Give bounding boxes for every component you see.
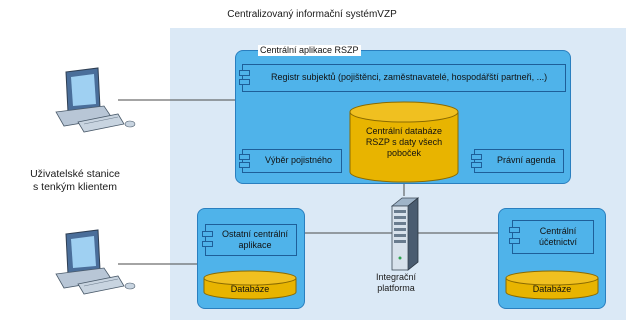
component-lug-icon <box>239 162 250 168</box>
accounting-label: Centrální <box>539 226 577 236</box>
payer-selection-component: Výběr pojistného <box>239 149 342 173</box>
component-lug-icon <box>202 241 213 247</box>
legal-agenda-component: Právní agenda <box>471 149 564 173</box>
component-lug-icon <box>239 79 250 85</box>
component-lug-icon <box>509 238 520 244</box>
accounting-database-label: Databáze <box>532 284 572 294</box>
component-lug-icon <box>239 70 250 76</box>
accounting-component: Centrální účetnictví <box>509 220 594 254</box>
accounting-label: účetnictví <box>538 237 578 247</box>
payer-selection-label: Výběr pojistného <box>265 155 333 165</box>
component-lug-icon <box>471 154 482 160</box>
central-database-line: RSZP s daty všech <box>365 137 443 147</box>
component-lug-icon <box>509 227 520 233</box>
component-lug-icon <box>471 162 482 168</box>
central-database-line: Centrální databáze <box>365 126 443 136</box>
central-application-title: Centrální aplikace RSZP <box>258 45 361 56</box>
workstations-label: s tenkým klientem <box>32 181 118 193</box>
diagram-title: Centralizovaný informační systémVZP <box>227 9 397 20</box>
registry-label: Registr subjektů (pojištěnci, zaměstnava… <box>271 72 548 82</box>
other-apps-label: Ostatní centrální <box>221 229 289 239</box>
integration-platform-label: Integrační <box>375 272 417 282</box>
legal-agenda-label: Právní agenda <box>497 155 556 165</box>
other-apps-label: aplikace <box>238 240 272 250</box>
other-apps-database-label: Databáze <box>230 284 270 294</box>
other-apps-component: Ostatní centrální aplikace <box>202 224 297 256</box>
component-lug-icon <box>239 154 250 160</box>
integration-platform-label: platforma <box>377 283 415 293</box>
registry-component: Registr subjektů (pojištěnci, zaměstnava… <box>239 64 566 92</box>
workstations-label: Uživatelské stanice <box>30 168 120 180</box>
central-database-line: poboček <box>386 148 422 158</box>
component-lug-icon <box>202 231 213 237</box>
